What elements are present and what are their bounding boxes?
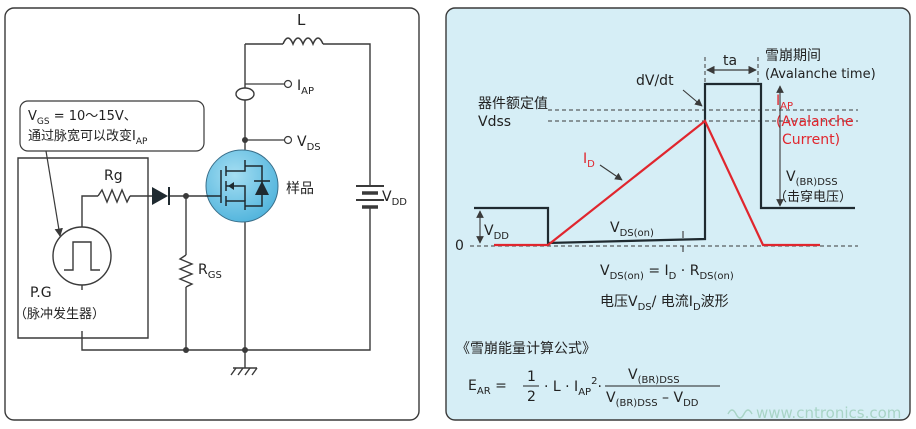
avalanche-period-cn: 雪崩期间 — [765, 48, 821, 64]
vbr-label: V(BR)DSS — [786, 169, 838, 188]
dvdt-label: dV/dt — [636, 73, 674, 89]
zero-label: 0 — [455, 238, 464, 254]
circuit-wires — [17, 43, 371, 368]
inductor-label: L — [297, 11, 306, 29]
pulse-waveform-icon — [64, 241, 100, 271]
ground-icon — [230, 367, 258, 376]
pg-desc: （脉冲发生器） — [14, 306, 105, 322]
id-label: ID — [583, 151, 595, 170]
avalanche-period-en: (Avalanche time) — [765, 67, 876, 82]
id-pointer — [599, 164, 623, 181]
mosfet-icon — [205, 149, 279, 223]
inductor-coil — [282, 37, 324, 47]
iap-terminal — [283, 79, 293, 89]
battery-icon — [356, 185, 384, 209]
rg-label: Rg — [104, 168, 123, 184]
frac-denominator: V(BR)DSS – VDD — [606, 390, 699, 409]
callout-line1: VGS = 10～15V、 — [28, 109, 137, 127]
waveform-caption: 电压VDS/ 电流ID波形 — [600, 294, 729, 313]
callout-line2: 通过脉宽可以改变IAP — [28, 128, 148, 147]
ta-label: ta — [723, 53, 737, 69]
id-waveform — [494, 119, 820, 247]
vds-label: VDS — [297, 134, 321, 153]
vds-terminal — [283, 135, 293, 145]
half-numerator: 1 — [527, 369, 536, 385]
breakdown-cn: （击穿电压） — [774, 189, 852, 205]
ear-label: EAR = — [468, 378, 507, 397]
rated-vdss: Vdss — [478, 114, 511, 130]
rg-resistor — [97, 188, 131, 204]
gate-diode-icon — [152, 187, 170, 205]
vdson-label: VDS(on) — [610, 220, 654, 239]
pg-label: P.G — [30, 285, 52, 301]
right-panel — [445, 7, 911, 421]
left-panel — [4, 7, 420, 421]
vdd-source-label: VDD — [382, 189, 407, 208]
vds-waveform — [474, 82, 855, 245]
vdson-equation: VDS(on) = ID · RDS(on) — [600, 263, 734, 282]
half-denominator: 2 — [527, 389, 536, 405]
watermark-text: www.cntronics.com — [756, 404, 901, 422]
rgs-resistor — [178, 254, 194, 288]
frac-numerator: V(BR)DSS — [628, 367, 680, 386]
gate-node — [183, 193, 189, 199]
watermark-logo — [727, 409, 753, 419]
rated-value-cn: 器件额定值 — [478, 96, 548, 112]
formula-title: 《雪崩能量计算公式》 — [456, 341, 596, 357]
vdd-wave-label: VDD — [484, 223, 509, 242]
avalanche-current-2: Current) — [782, 132, 840, 148]
dvdt-pointer — [682, 89, 703, 107]
callout-pointer — [45, 150, 63, 237]
iap-label: IAP — [297, 78, 314, 97]
formula-mid: · L · IAP2· — [544, 376, 602, 398]
avalanche-current-1: (Avalanche — [776, 114, 854, 130]
sample-label: 样品 — [286, 181, 314, 197]
rgs-label: RGS — [198, 262, 222, 281]
current-probe-icon — [235, 87, 255, 101]
pulse-generator-icon — [52, 226, 112, 286]
vgs-callout — [19, 100, 205, 152]
